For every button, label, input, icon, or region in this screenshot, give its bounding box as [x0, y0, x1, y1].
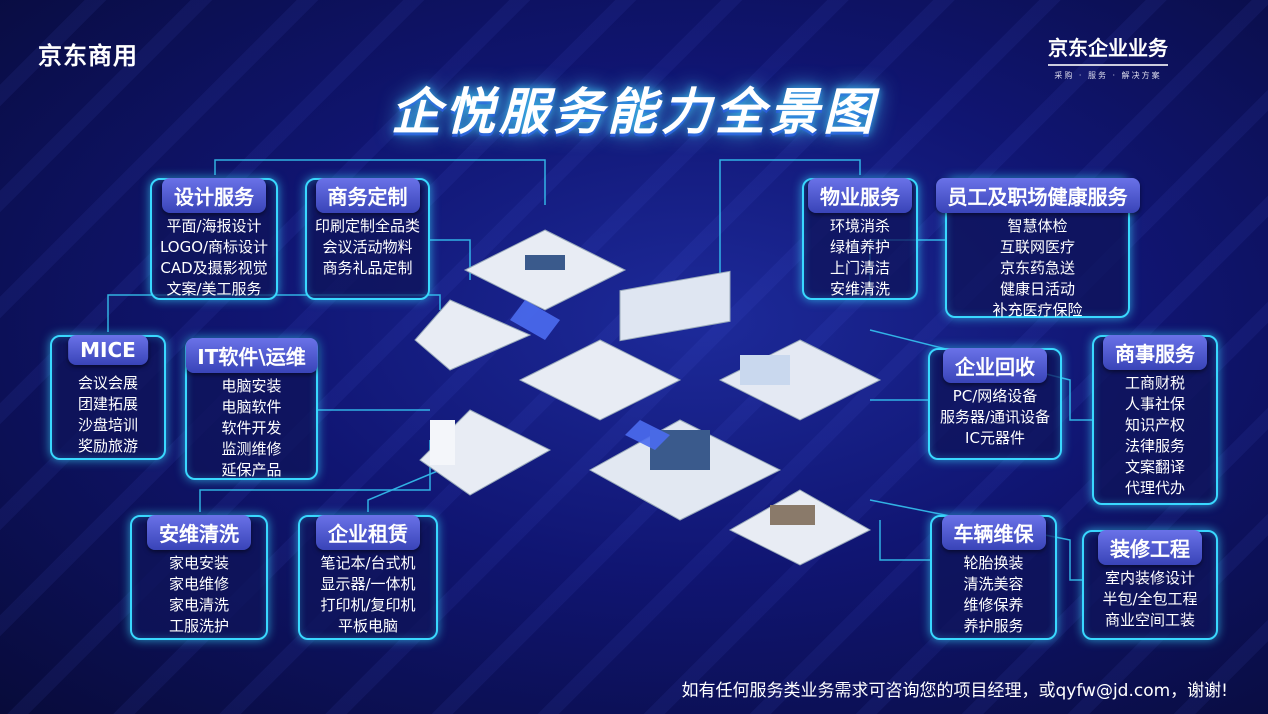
service-item: 平面/海报设计	[166, 217, 262, 235]
stairs	[510, 300, 560, 340]
garage-platform	[728, 489, 872, 566]
service-item: 代理代办	[1124, 479, 1185, 497]
service-item: 笔记本/台式机	[320, 554, 416, 572]
service-item: 电脑软件	[221, 398, 282, 416]
service-card-it-ops: IT软件\运维电脑安装电脑软件软件开发监测维修延保产品	[185, 338, 318, 480]
jd-commercial-logo: 京东商用	[38, 42, 138, 70]
service-item: 京东药急送	[999, 259, 1075, 277]
car	[770, 505, 815, 525]
footer-contact: 如有任何服务类业务需求可咨询您的项目经理，或qyfw@jd.com，谢谢!	[681, 681, 1228, 701]
service-item: 打印机/复印机	[320, 596, 416, 614]
service-item: 家电清洗	[168, 596, 229, 614]
service-item: 家电维修	[168, 575, 229, 593]
service-item: 商务礼品定制	[322, 259, 413, 277]
service-card-vehicle: 车辆维保轮胎换装清洗美容维修保养养护服务	[930, 515, 1057, 640]
service-card-design: 设计服务平面/海报设计 LOGO/商标设计 CAD及摄影视觉文案/美工服务	[150, 178, 278, 300]
card-title: 企业租赁	[316, 515, 420, 550]
service-card-recycling: 企业回收 PC/网络设备服务器/通讯设备 IC元器件	[928, 348, 1062, 460]
card-title: MICE	[68, 335, 148, 365]
service-card-business-affairs: 商事服务工商财税人事社保知识产权法律服务文案翻译代理代办	[1092, 335, 1218, 505]
cabin-platform	[619, 270, 731, 342]
desks	[525, 255, 565, 270]
service-item: 知识产权	[1124, 416, 1185, 434]
service-item: 半包/全包工程	[1102, 590, 1198, 608]
service-item: 健康日活动	[999, 280, 1075, 298]
card-title: 商事服务	[1103, 335, 1207, 370]
service-item: 补充医疗保险	[992, 301, 1083, 319]
service-item: IC元器件	[965, 429, 1025, 447]
service-item: 上门清洁	[829, 259, 890, 277]
stairs	[625, 420, 670, 450]
jd-enterprise-slogan: 采购 · 服务 · 解决方案	[1054, 71, 1162, 80]
service-item: 养护服务	[963, 617, 1024, 635]
service-item: LOGO/商标设计	[159, 238, 269, 256]
service-card-property: 物业服务环境消杀绿植养护上门清洁安维清洗	[802, 178, 918, 300]
card-title: 车辆维保	[941, 515, 1046, 550]
service-item: 文案翻译	[1124, 458, 1185, 476]
conference-screen	[740, 355, 790, 385]
service-card-maintenance-cleaning: 安维清洗家电安装家电维修家电清洗工服洗护	[130, 515, 268, 640]
service-item: 室内装修设计	[1104, 569, 1195, 587]
service-card-health: 员工及职场健康服务智慧体检互联网医疗京东药急送健康日活动补充医疗保险	[935, 178, 1140, 319]
service-item: 沙盘培训	[77, 416, 138, 434]
service-item: 安维清洗	[829, 280, 890, 298]
service-item: 服务器/通讯设备	[939, 408, 1051, 426]
service-card-business-custom: 商务定制印刷定制全品类会议活动物料商务礼品定制	[305, 178, 430, 300]
service-item: 平板电脑	[337, 617, 398, 635]
card-title: 物业服务	[808, 178, 912, 213]
jd-enterprise-logo: 京东企业业务 采购 · 服务 · 解决方案	[1048, 32, 1168, 81]
service-item: 法律服务	[1124, 437, 1185, 455]
page-title: 企悦服务能力全景图	[391, 83, 877, 141]
service-item: 显示器/一体机	[320, 575, 416, 593]
service-item: 工商财税	[1124, 374, 1185, 392]
card-title: 装修工程	[1098, 530, 1202, 565]
service-item: 印刷定制全品类	[314, 217, 420, 235]
service-item: PC/网络设备	[952, 387, 1038, 405]
wardrobe	[430, 420, 455, 465]
service-item: 商业空间工装	[1104, 611, 1195, 629]
card-title: 企业回收	[943, 348, 1047, 383]
service-item: 监测维修	[221, 440, 282, 458]
service-item: 团建拓展	[77, 395, 138, 413]
card-title: 设计服务	[162, 178, 266, 213]
service-card-decoration: 装修工程室内装修设计半包/全包工程商业空间工装	[1082, 530, 1218, 640]
service-item: 家电安装	[168, 554, 229, 572]
service-item: 会议会展	[77, 374, 138, 392]
service-item: 环境消杀	[829, 217, 890, 235]
card-title: 商务定制	[315, 178, 420, 213]
service-item: 电脑安装	[221, 377, 282, 395]
card-title: 安维清洗	[147, 515, 251, 550]
service-item: 轮胎换装	[963, 554, 1024, 572]
service-item: 会议活动物料	[322, 238, 413, 256]
service-item: 奖励旅游	[77, 437, 138, 455]
service-item: 绿植养护	[829, 238, 890, 256]
service-card-mice: MICE 会议会展团建拓展沙盘培训奖励旅游	[50, 335, 166, 460]
jd-enterprise-name: 京东企业业务	[1048, 32, 1168, 66]
service-item: 互联网医疗	[999, 238, 1075, 256]
service-item: CAD及摄影视觉	[160, 259, 268, 277]
card-title: IT软件\运维	[185, 338, 318, 373]
service-item: 延保产品	[221, 461, 282, 479]
service-item: 工服洗护	[168, 617, 229, 635]
service-item: 智慧体检	[1007, 217, 1068, 235]
service-item: 文案/美工服务	[166, 280, 262, 298]
card-title: 员工及职场健康服务	[935, 178, 1140, 213]
meeting-platform	[414, 299, 532, 371]
service-item: 维修保养	[963, 596, 1024, 614]
service-card-leasing: 企业租赁笔记本/台式机显示器/一体机打印机/复印机平板电脑	[298, 515, 438, 640]
service-item: 人事社保	[1124, 395, 1185, 413]
workspace-platform	[518, 339, 682, 421]
service-item: 软件开发	[221, 419, 282, 437]
service-item: 清洗美容	[963, 575, 1024, 593]
